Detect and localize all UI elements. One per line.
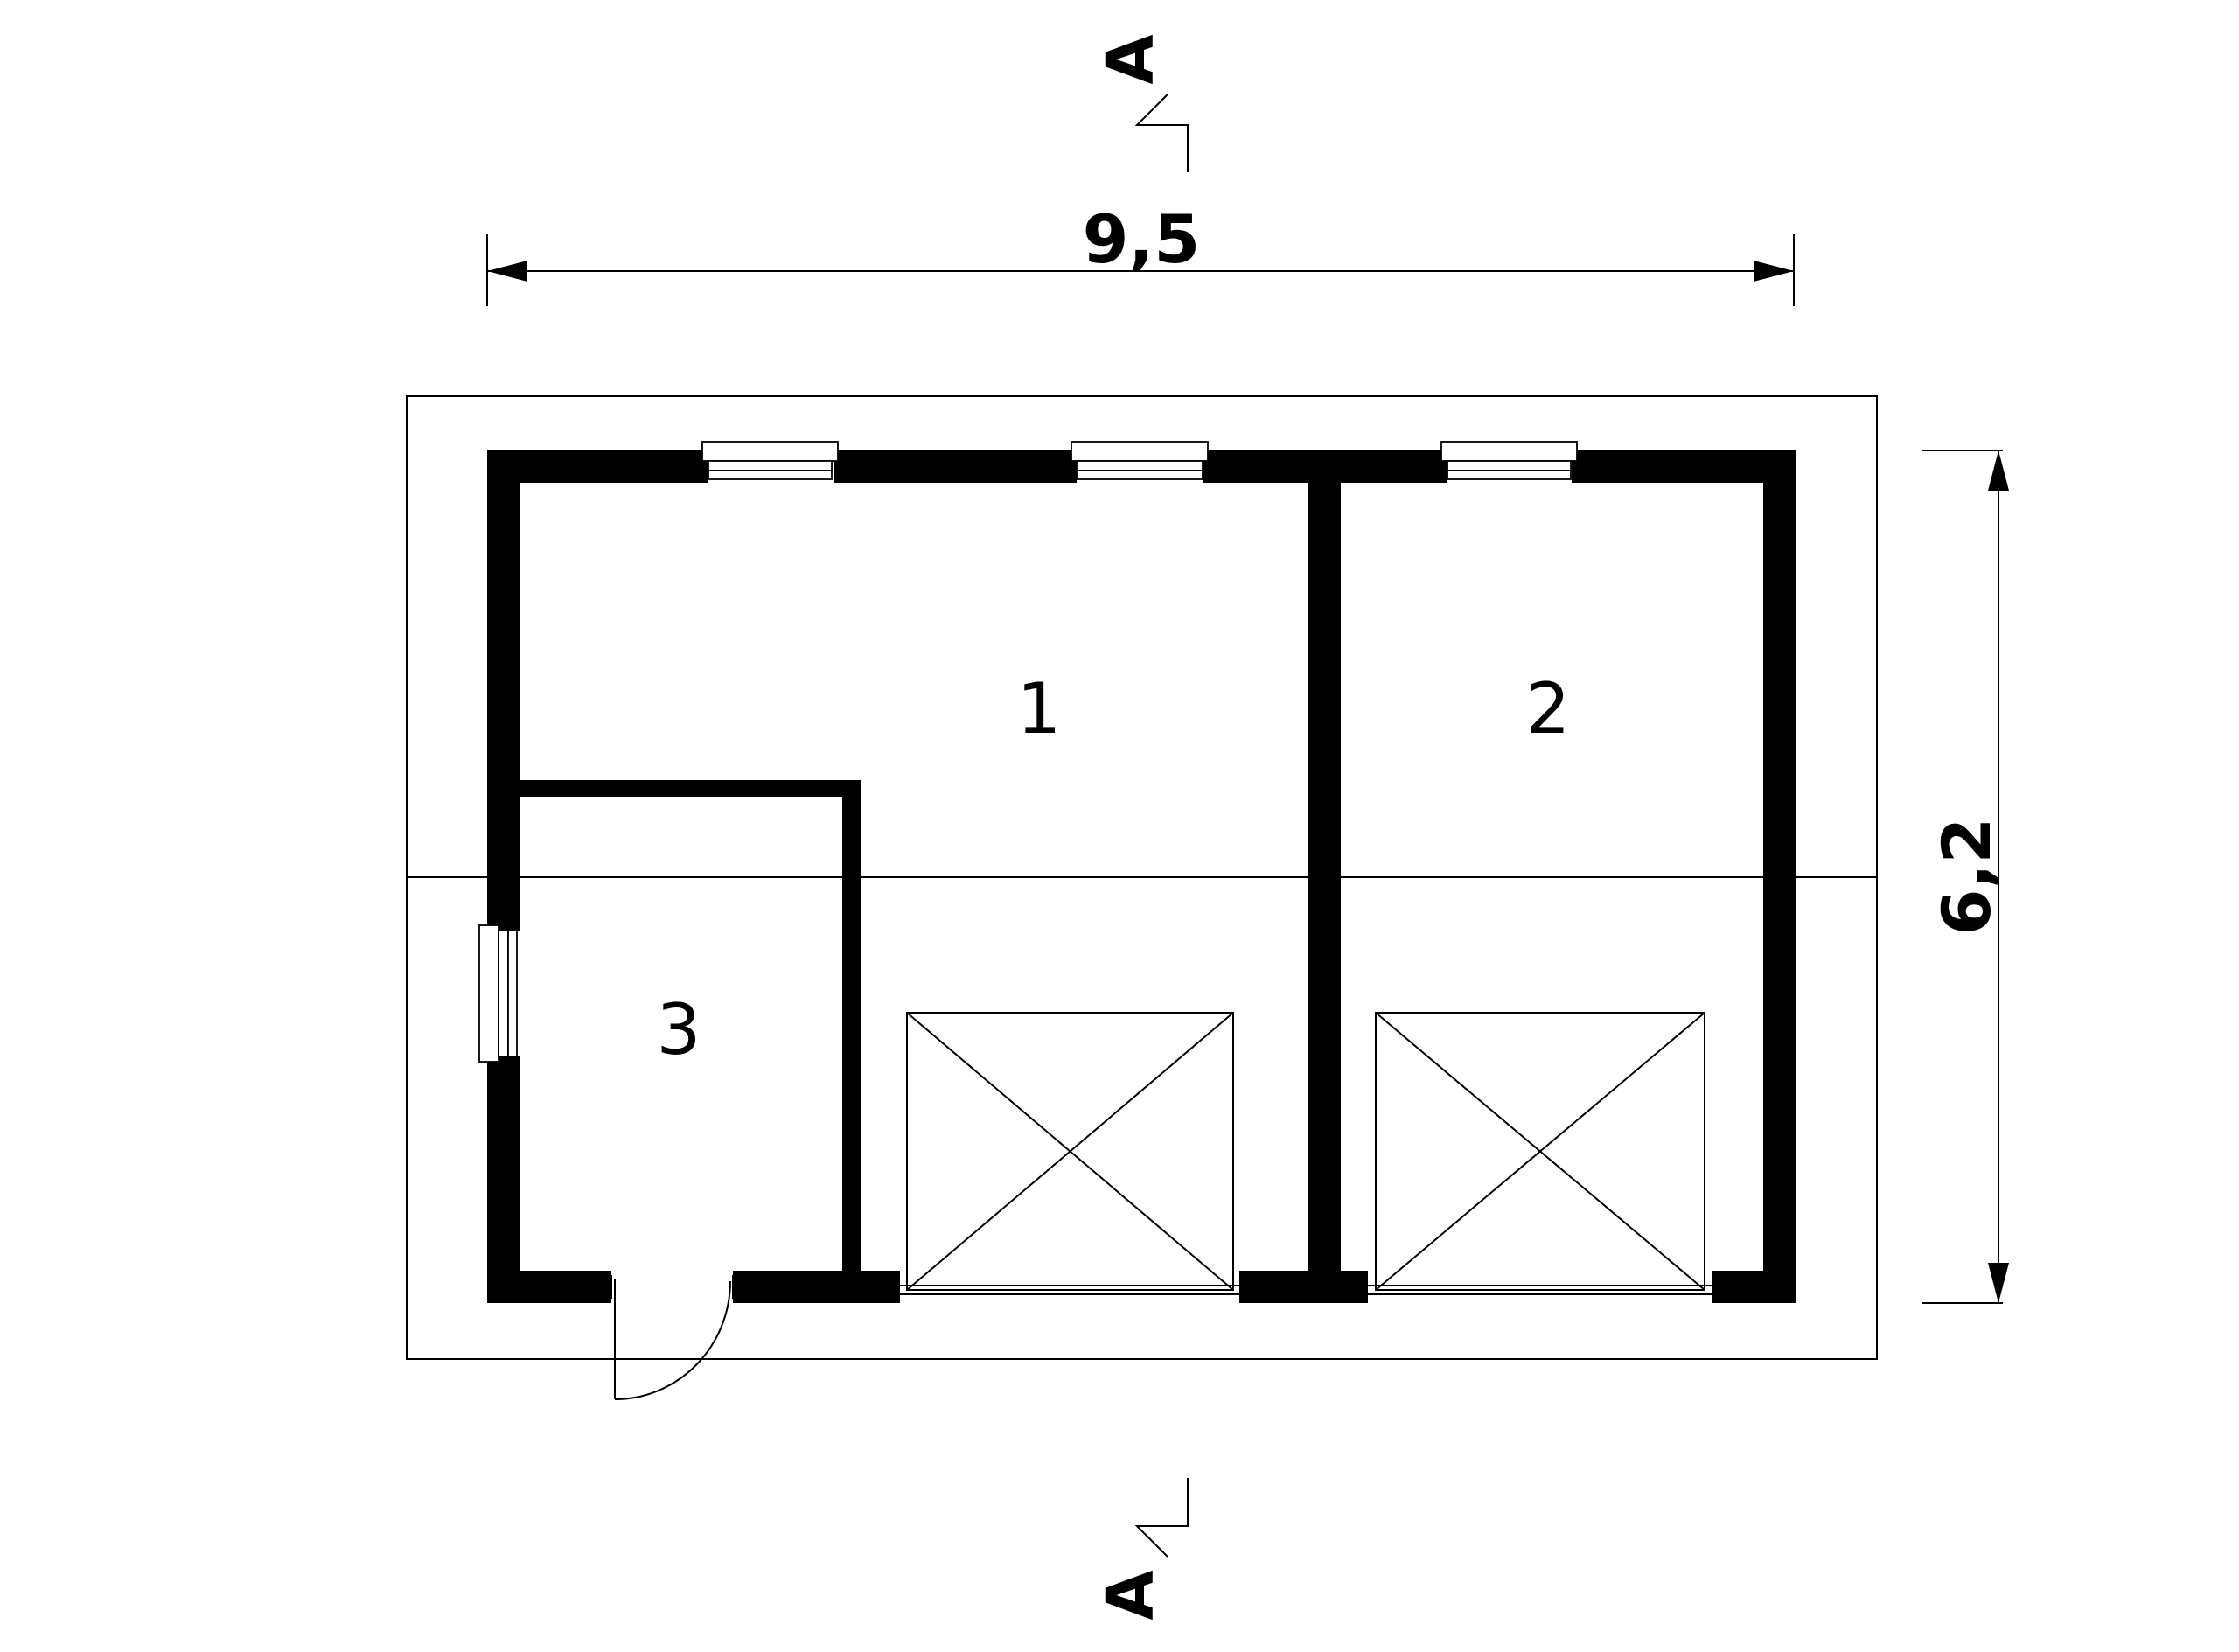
arrow-head-bottom <box>1988 1263 2009 1303</box>
arrow-head-left <box>487 261 527 282</box>
window-left <box>478 924 518 1063</box>
section-label-bottom: A <box>1093 1570 1168 1620</box>
garage-door-1 <box>900 1012 1239 1295</box>
width-label: 9,5 <box>1083 200 1201 278</box>
entrance-door <box>610 1275 734 1400</box>
arrow-head-right <box>1754 261 1794 282</box>
room-number-2: 2 <box>1526 668 1571 749</box>
window-top-3 <box>1440 441 1578 480</box>
window-top-1 <box>701 441 839 480</box>
section-marker-bottom: A <box>1093 1478 1189 1621</box>
garage-door-2 <box>1368 1012 1712 1295</box>
walls <box>487 450 1796 1303</box>
window-top-2 <box>1071 441 1209 480</box>
depth-label: 6,2 <box>1928 818 2005 936</box>
room-number-1: 1 <box>1017 668 1062 749</box>
width-dimension: 9,5 <box>486 200 1795 306</box>
windows <box>478 441 1578 1063</box>
section-marker-top: A <box>1093 34 1189 172</box>
section-label-top: A <box>1093 34 1168 84</box>
depth-dimension: 6,2 <box>1922 450 2009 1304</box>
arrow-head-top <box>1988 450 2009 491</box>
room-number-3: 3 <box>657 989 701 1070</box>
